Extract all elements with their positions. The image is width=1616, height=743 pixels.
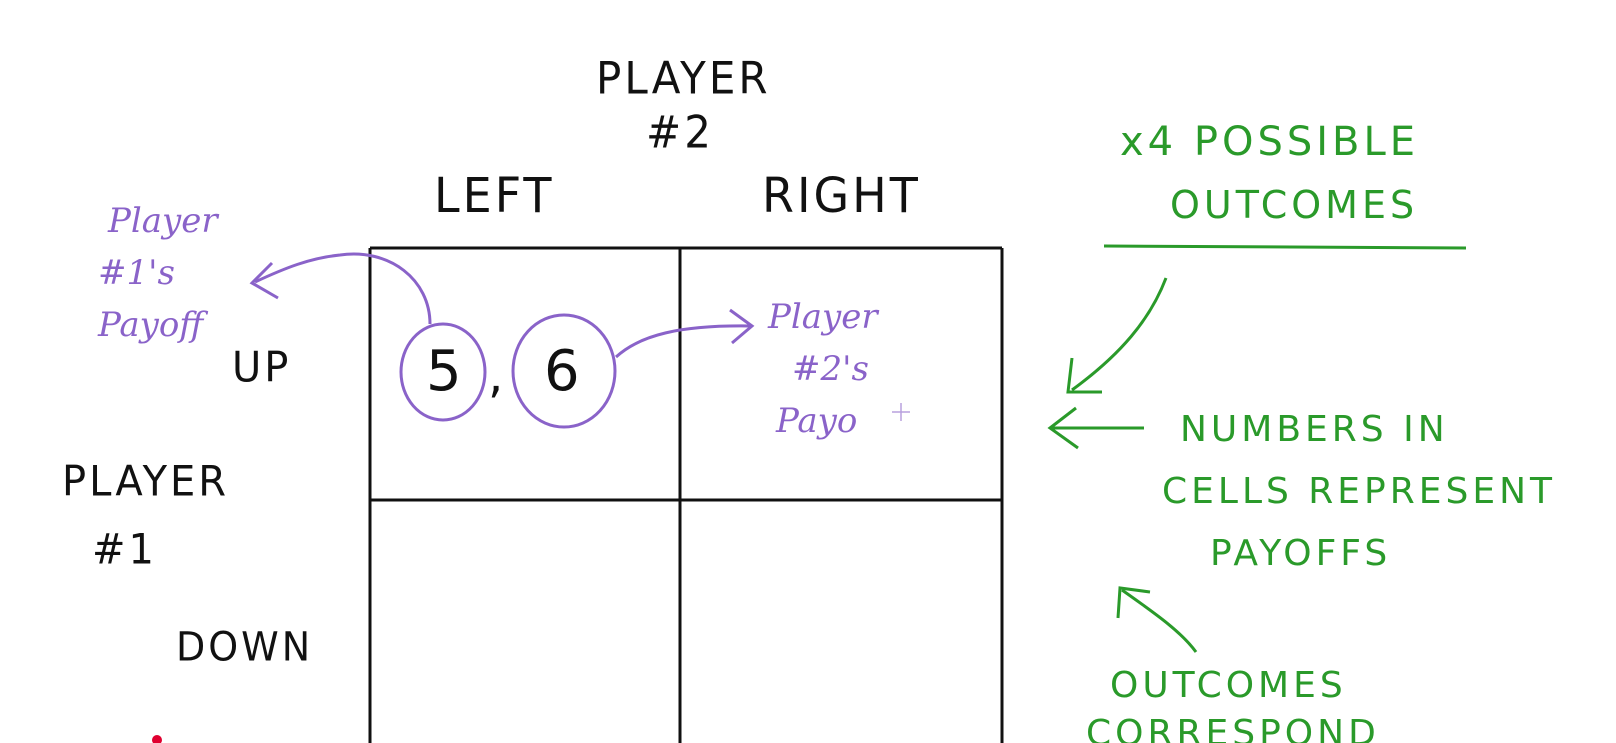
arrowhead-p2 bbox=[729, 308, 755, 345]
numbers-note-line3: PAYOFFS bbox=[1210, 533, 1392, 574]
correspond-note-line1: OUTCOMES bbox=[1110, 665, 1347, 706]
payoff2-circle bbox=[511, 313, 617, 429]
column-label-left: LEFT bbox=[434, 166, 555, 224]
correspond-note-line2: CORRESPOND bbox=[1086, 713, 1380, 743]
outcomes-note-line1: x4 POSSIBLE bbox=[1120, 119, 1420, 165]
arrowhead-p1 bbox=[249, 261, 279, 300]
arrow-to-p2-payoff bbox=[614, 324, 751, 359]
arrowhead-numbers bbox=[1047, 406, 1079, 450]
row-label-down: DOWN bbox=[176, 623, 314, 671]
payoff-separator: , bbox=[488, 348, 504, 404]
arrowhead-outcomes bbox=[1066, 357, 1102, 394]
row-label-up: UP bbox=[232, 343, 292, 393]
column-label-right: RIGHT bbox=[762, 166, 921, 224]
player2-label-line1: PLAYER bbox=[596, 52, 771, 105]
player2-label-line2: #2 bbox=[646, 106, 714, 159]
arrow-to-p1-payoff bbox=[254, 252, 432, 325]
payoff-matrix-grid bbox=[368, 246, 1004, 743]
p2-payoff-note-line2: #2's bbox=[792, 349, 869, 389]
payoff1-circle bbox=[399, 322, 487, 422]
numbers-note-line2: CELLS REPRESENT bbox=[1162, 471, 1557, 512]
p2-payoff-note-line3: Payo bbox=[776, 401, 858, 441]
payoff-player2-value: 6 bbox=[544, 339, 580, 404]
arrow-correspond bbox=[1121, 588, 1198, 653]
arrowhead-correspond bbox=[1116, 586, 1151, 619]
p1-payoff-note-line1: Player bbox=[108, 201, 218, 241]
outcomes-note-line2: OUTCOMES bbox=[1170, 183, 1419, 227]
p1-payoff-note-line3: Payoff bbox=[98, 305, 204, 345]
numbers-note-line1: NUMBERS IN bbox=[1180, 409, 1449, 450]
payoff-player1-value: 5 bbox=[426, 339, 462, 404]
player1-label-line2: #1 bbox=[92, 525, 157, 575]
player1-label-line1: PLAYER bbox=[62, 457, 230, 507]
p2-payoff-note-line1: Player bbox=[768, 297, 878, 337]
p1-payoff-note-line2: #1's bbox=[98, 253, 175, 293]
cursor-dot bbox=[152, 735, 162, 743]
arrow-outcomes-to-grid bbox=[1071, 277, 1168, 392]
outcomes-underline bbox=[1103, 244, 1467, 250]
